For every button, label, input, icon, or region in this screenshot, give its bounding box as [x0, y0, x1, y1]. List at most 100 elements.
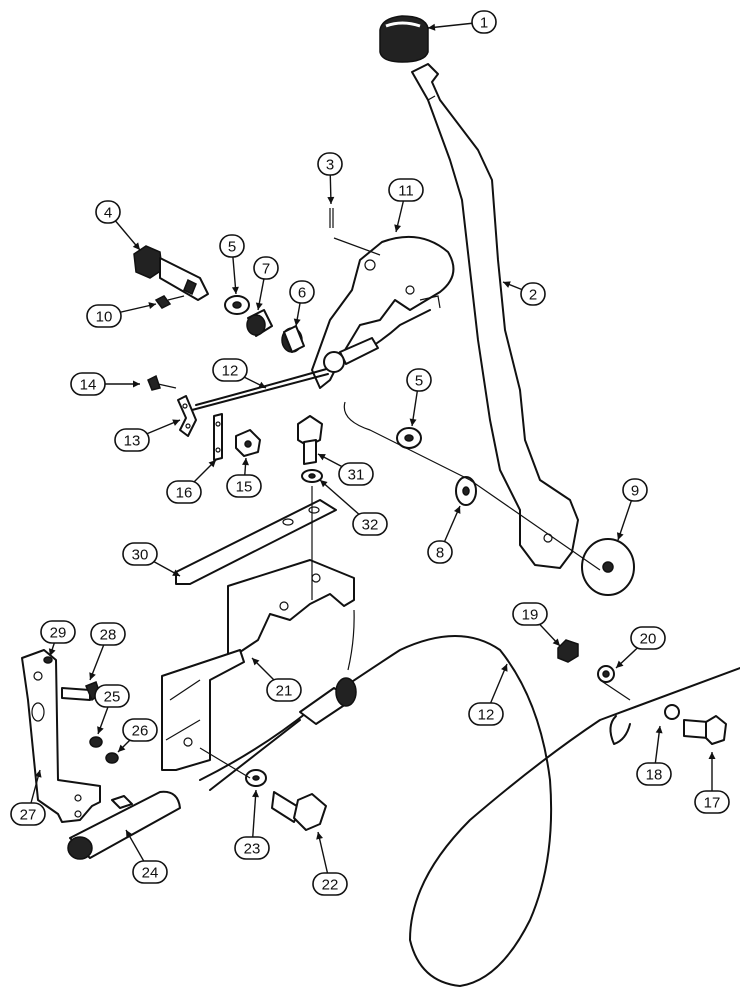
callout-c11: 11: [388, 178, 424, 233]
upper-cable-part: [191, 309, 431, 411]
callout-number: 9: [631, 483, 639, 500]
leader-arrowhead: [89, 672, 96, 680]
leader-arrowhead: [428, 23, 436, 31]
callout-c19: 19: [512, 602, 561, 647]
callout-c6: 6: [289, 280, 315, 327]
bolt-17-part: [683, 715, 727, 745]
callout-c32: 32: [319, 479, 388, 536]
leader-arrowhead: [48, 648, 56, 656]
callout-c2: 2: [502, 281, 546, 306]
callout-bubble: [630, 626, 666, 650]
callout-number: 20: [640, 631, 657, 648]
callout-c1: 1: [427, 10, 497, 34]
callout-bubble: [427, 540, 453, 564]
leader-arrowhead: [616, 660, 624, 668]
callout-bubble: [234, 836, 270, 860]
assembly-lines: [199, 237, 631, 779]
callout-c27: 27: [10, 769, 46, 826]
callout-c22: 22: [312, 831, 348, 896]
callout-bubble: [338, 462, 374, 486]
leader-arrowhead: [258, 381, 266, 388]
callout-bubble: [122, 542, 158, 566]
leader-arrowhead: [126, 830, 133, 838]
nut-19-part: [557, 639, 579, 663]
leader-arrowhead: [208, 460, 216, 468]
callout-bubble: [114, 428, 150, 452]
washer-23-part: [245, 769, 267, 787]
callout-number: 13: [124, 433, 141, 450]
callout-number: 8: [436, 545, 444, 562]
callout-bubble: [312, 872, 348, 896]
leader-arrowhead: [293, 318, 301, 326]
callout-c14: 14: [70, 372, 140, 396]
leader-arrowhead: [318, 454, 326, 461]
callout-number: 27: [20, 807, 37, 824]
leader-arrowhead: [503, 281, 511, 288]
callout-number: 5: [228, 239, 236, 256]
callout-number: 5: [415, 373, 423, 390]
callout-c31: 31: [317, 453, 374, 486]
callout-number: 23: [244, 841, 261, 858]
callout-number: 32: [362, 517, 379, 534]
callout-bubble: [132, 860, 168, 884]
leader-arrowhead: [172, 569, 180, 576]
bar-plate-part: [175, 499, 337, 585]
callout-bubble: [406, 368, 432, 392]
callout-number: 18: [646, 767, 663, 784]
leader-arrowhead: [655, 726, 663, 734]
callout-number: 15: [236, 479, 253, 496]
callout-c18: 18: [636, 725, 672, 786]
callout-bubble: [94, 684, 130, 708]
callout-c21: 21: [251, 657, 302, 702]
mounting-bracket-part: [161, 559, 355, 771]
leader-arrowhead: [501, 664, 508, 672]
leader-arrowhead: [394, 224, 402, 232]
callout-c25: 25: [94, 684, 130, 735]
callout-bubble: [40, 620, 76, 644]
leader-arrowhead: [320, 480, 328, 488]
callout-bubble: [512, 602, 548, 626]
callout-bubble: [694, 790, 730, 814]
leader-arrowhead: [172, 419, 180, 426]
leader-arrowhead: [252, 790, 260, 798]
callout-number: 17: [704, 795, 721, 812]
leader-arrowhead: [616, 532, 624, 540]
callout-number: 25: [104, 689, 121, 706]
side-bracket-part: [21, 649, 101, 823]
lever-part: [411, 63, 579, 569]
callout-bubble: [86, 304, 122, 328]
washer-8-part: [455, 476, 477, 506]
leader-arrowhead: [34, 770, 42, 778]
nut-26-part: [105, 752, 119, 764]
callout-number: 11: [398, 183, 414, 200]
leader-arrowhead: [708, 752, 716, 759]
callout-bubble: [226, 474, 262, 498]
leader-arrowhead: [316, 832, 323, 840]
callout-bubble: [219, 234, 245, 258]
callout-c4: 4: [95, 200, 141, 251]
callout-bubble: [388, 178, 424, 202]
cotter-pin-part: [329, 208, 334, 228]
leader-arrowhead: [552, 638, 560, 646]
clip-part: [177, 395, 197, 437]
callout-number: 22: [322, 877, 339, 894]
callout-number: 3: [326, 157, 334, 174]
bolt-22-part: [271, 791, 327, 831]
callout-bubble: [95, 200, 121, 224]
callout-number: 30: [132, 547, 149, 564]
washer-32-part: [301, 469, 323, 483]
callout-c24: 24: [125, 829, 168, 884]
callout-bubble: [166, 480, 202, 504]
leader-arrowhead: [255, 302, 263, 310]
callout-number: 28: [100, 627, 117, 644]
washer-upper-part: [224, 295, 250, 315]
callout-c3: 3: [317, 152, 343, 205]
tube-part: [67, 790, 181, 860]
leader-arrowhead: [409, 418, 417, 426]
callout-c26: 26: [117, 718, 158, 753]
callout-bubble: [471, 10, 497, 34]
callout-number: 7: [262, 261, 270, 278]
callout-c12a: 12: [212, 358, 267, 389]
leader-arrowhead: [242, 458, 249, 466]
callout-bubble: [10, 802, 46, 826]
